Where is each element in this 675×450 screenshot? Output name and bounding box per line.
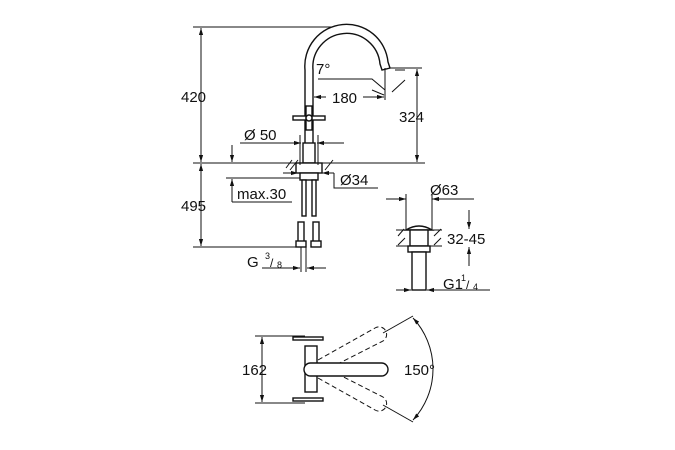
lever — [303, 362, 389, 377]
label-thread-num: 1 — [461, 273, 466, 283]
svg-text:/: / — [270, 256, 274, 270]
label-180: 180 — [332, 90, 357, 107]
label-diameter-50: Ø 50 — [244, 127, 277, 144]
label-connection-den: 8 — [277, 260, 282, 270]
label-diameter-34: Ø34 — [340, 172, 368, 189]
label-324: 324 — [399, 109, 424, 126]
label-thread-g1: G1 — [443, 276, 463, 293]
svg-text:/: / — [466, 278, 470, 292]
label-thickness-32-45: 32-45 — [447, 231, 485, 248]
drain-view: Ø63 32-45 G1 1 / 4 — [386, 182, 490, 293]
label-162: 162 — [242, 362, 267, 379]
spout — [304, 23, 391, 151]
label-connection-num: 3 — [265, 251, 270, 261]
label-diameter-63: Ø63 — [430, 182, 458, 199]
label-max-30: max.30 — [237, 186, 286, 203]
label-495: 495 — [181, 198, 206, 215]
label-angle-7: 7° — [316, 61, 330, 78]
label-thread-den: 4 — [473, 282, 478, 292]
faucet-top-view: 162 150° — [242, 315, 435, 423]
label-420: 420 — [181, 89, 206, 106]
label-connection-g: G — [247, 254, 259, 271]
faucet-side-view: 420 495 7° 180 324 Ø — [181, 23, 425, 272]
label-angle-150: 150° — [404, 362, 435, 379]
